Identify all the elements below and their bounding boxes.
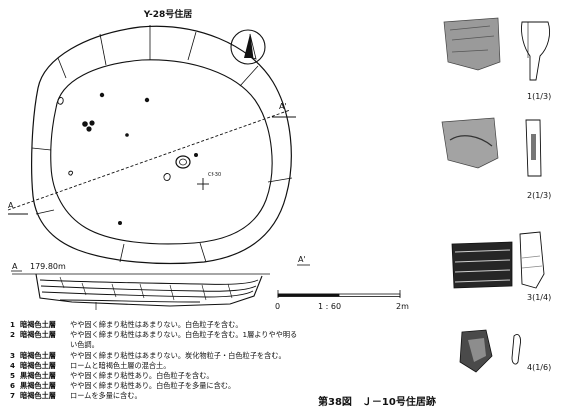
artifact-4 (459, 329, 521, 373)
plan-label-a: A (8, 201, 14, 210)
layer-name: 暗褐色土層 (20, 361, 56, 370)
legend-row: 3 暗褐色土層 やや固く締まり粘性はあまりない。炭化物粒子・白色粒子を含む。 (10, 351, 286, 361)
artifact-4-label: 4(1/6) (527, 363, 551, 372)
section-profile (12, 273, 270, 310)
hearth (175, 155, 191, 169)
layer-number: 1 (10, 320, 16, 329)
layer-name: 暗褐色土層 (20, 391, 56, 400)
legend-row: 5 黒褐色土層 やや固く締まり粘性あり。白色粒子を含む。 (10, 371, 214, 381)
plan-label-a-prime: A' (279, 102, 287, 111)
pit-floor (50, 59, 273, 245)
artifact-1 (443, 17, 551, 81)
layer-name: 黒褐色土層 (20, 381, 56, 390)
layer-name: 暗褐色土層 (20, 330, 56, 339)
layer-description: やや固く締まり粘性あり。白色粒子を多量に含む。 (70, 381, 236, 390)
legend-row: 7 暗褐色土層 ロームを多量に含む。 (10, 391, 142, 401)
layer-number: 5 (10, 371, 16, 380)
scale-zero: 0 (275, 302, 280, 311)
artifact-3 (451, 231, 545, 289)
artifact-2-label: 2(1/3) (527, 191, 551, 200)
layer-description: やや固く締まり粘性はあまりない。白色粒子を含む。1層よりやや明る (70, 330, 298, 339)
section-elevation: 179.80m (30, 262, 66, 271)
layer-number: 4 (10, 361, 16, 370)
layer-description: やや固く締まり粘性あり。白色粒子を含む。 (70, 371, 214, 380)
artifact-2 (441, 117, 542, 177)
dwelling-plan (31, 25, 293, 265)
layer-name: 暗褐色土層 (20, 320, 56, 329)
layer-number: 7 (10, 391, 16, 400)
datum-label: Cf-30 (208, 172, 221, 178)
layer-description: やや固く締まり粘性はあまりない。炭化物粒子・白色粒子を含む。 (70, 351, 286, 360)
legend-row: 4 暗褐色土層 ロームと暗褐色土層の混合土。 (10, 361, 170, 371)
layer-name: 黒褐色土層 (20, 371, 56, 380)
legend-row: 2 暗褐色土層 やや固く締まり粘性はあまりない。白色粒子を含む。1層よりやや明る (10, 330, 297, 340)
scale-bar (277, 290, 401, 298)
layer-description-continued: い色調。 (70, 340, 99, 349)
section-label-a: A (12, 262, 18, 271)
plan-title: Y-28号住居 (143, 8, 192, 20)
layer-number: 6 (10, 381, 16, 390)
figure-title: Ｊ－10号住居跡 (361, 397, 436, 408)
section-label-a-prime: A' (298, 255, 306, 264)
legend-row: 6 黒褐色土層 やや固く締まり粘性あり。白色粒子を多量に含む。 (10, 381, 235, 391)
north-arrow-icon (230, 29, 266, 65)
layer-description: ロームを多量に含む。 (70, 391, 142, 400)
postholes (82, 92, 198, 225)
legend-row: 1 暗褐色土層 やや固く締まり粘性はあまりない。白色粒子を含む。 (10, 320, 243, 330)
artifact-3-label: 3(1/4) (527, 293, 551, 302)
layer-description: やや固く締まり粘性はあまりない。白色粒子を含む。 (70, 320, 243, 329)
figure-number: 第38図 (318, 397, 352, 408)
pit-outer-wall (31, 25, 292, 265)
artifact-1-label: 1(1/3) (527, 92, 551, 101)
scale-ratio: 1 : 60 (318, 302, 341, 311)
layer-number: 2 (10, 330, 16, 339)
section-line (7, 109, 296, 215)
scale-end: 2m (396, 302, 409, 311)
pit-feature (57, 97, 64, 105)
wall-hatching (31, 25, 293, 263)
figure-caption: 第38図 Ｊ－10号住居跡 (318, 393, 446, 408)
layer-description: ロームと暗褐色土層の混合土。 (70, 361, 171, 370)
layer-number: 3 (10, 351, 16, 360)
layer-name: 暗褐色土層 (20, 351, 56, 360)
